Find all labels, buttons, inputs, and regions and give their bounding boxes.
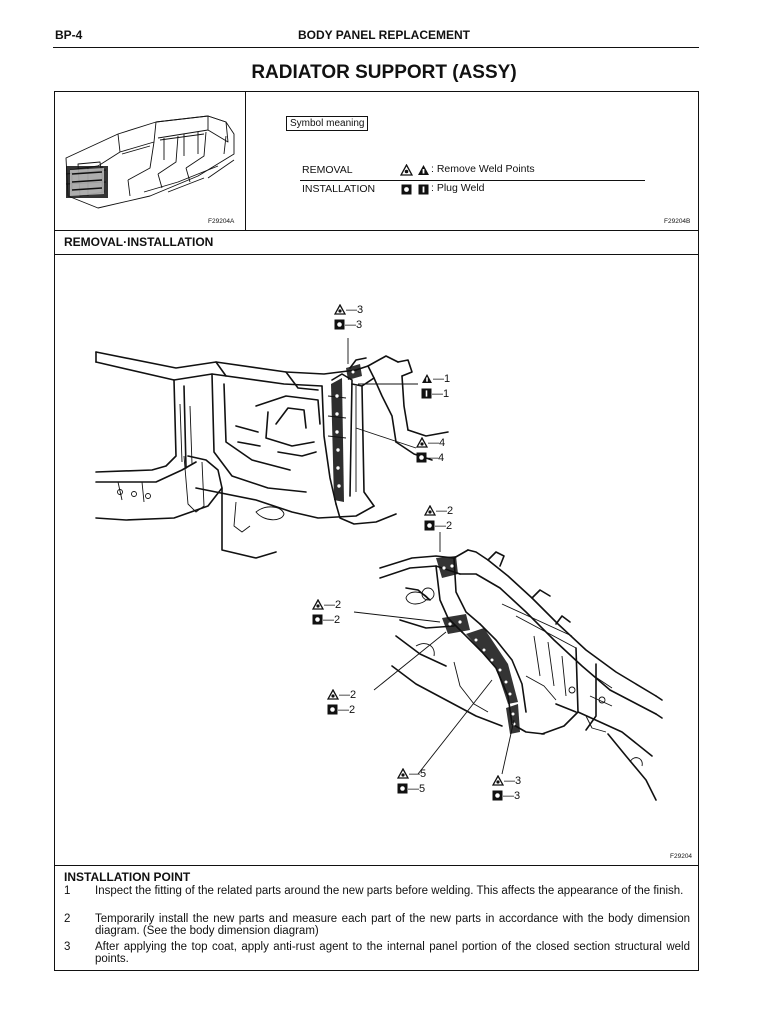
plug-weld-square-icon <box>397 783 408 794</box>
list-item: 3 After applying the top coat, apply ant… <box>64 941 690 967</box>
list-item-number: 1 <box>64 885 71 897</box>
install-point-rule <box>54 865 699 866</box>
plug-weld-square-icon <box>312 614 323 625</box>
header-rule <box>53 47 699 48</box>
weld-triangle-solid-icon <box>418 165 429 175</box>
list-item-number: 2 <box>64 913 71 925</box>
callout-removal-value: 2 <box>335 599 342 611</box>
weld-triangle-dot-icon <box>492 775 504 786</box>
plug-weld-square-icon <box>327 704 338 715</box>
list-item: 2 Temporarily install the new parts and … <box>64 913 690 939</box>
callout-install-value: 2 <box>349 704 356 716</box>
plug-weld-square-icon <box>401 184 412 195</box>
plug-weld-square-icon <box>416 452 427 463</box>
callout-install-value: 1 <box>443 388 450 400</box>
weld-triangle-dot-icon <box>397 768 409 779</box>
callout-removal-value: 3 <box>515 775 522 787</box>
callout-removal-value: 2 <box>447 505 454 517</box>
callout-install-value: 4 <box>438 452 445 464</box>
callout-removal-value: 5 <box>420 768 427 780</box>
figure-code-right: F29204B <box>664 218 691 225</box>
content-frame <box>54 91 699 971</box>
weld-triangle-solid-icon <box>422 374 432 383</box>
callout-left-2a: —2 —2 <box>312 598 341 628</box>
page-id: BP-4 <box>55 28 83 42</box>
callout-install-value: 2 <box>446 520 453 532</box>
callout-install-value: 2 <box>334 614 341 626</box>
list-item-text: After applying the top coat, apply anti-… <box>95 941 690 965</box>
section-header: BODY PANEL REPLACEMENT <box>297 28 471 42</box>
weld-triangle-dot-icon <box>424 505 436 516</box>
callout-bottom-3: —3 —3 <box>492 774 521 804</box>
installation-point-title: INSTALLATION POINT <box>64 870 191 884</box>
list-item: 1 Inspect the fitting of the related par… <box>64 885 690 911</box>
top-panel-rule <box>54 230 699 231</box>
symbol-meaning-label: Symbol meaning <box>286 116 369 131</box>
callout-left-2b: —2 —2 <box>327 688 356 718</box>
callout-removal-value: 3 <box>357 304 364 316</box>
weld-triangle-dot-icon <box>416 437 428 448</box>
list-item-text: Inspect the fitting of the related parts… <box>95 885 684 897</box>
radiator-support-drawing <box>95 338 663 801</box>
callout-bottom-5: —5 —5 <box>397 767 426 797</box>
callout-right-1: —1 —1 <box>421 372 450 402</box>
callout-removal-value: 2 <box>350 689 357 701</box>
callout-mid-2: —2 —2 <box>424 504 453 534</box>
callout-removal-value: 4 <box>439 437 446 449</box>
weld-triangle-dot-icon <box>312 599 324 610</box>
weld-triangle-dot-icon <box>327 689 339 700</box>
plug-weld-square-icon <box>334 319 345 330</box>
figure-code-left: F29204A <box>208 218 235 225</box>
callout-right-4: —4 —4 <box>416 436 445 466</box>
section-title-rule <box>54 254 699 255</box>
plug-weld-square-icon <box>424 520 435 531</box>
page-title: RADIATOR SUPPORT (ASSY) <box>251 62 517 83</box>
callout-install-value: 5 <box>419 783 426 795</box>
list-item-number: 3 <box>64 941 71 953</box>
top-panel-divider <box>245 91 246 230</box>
list-item-text: Temporarily install the new parts and me… <box>95 913 690 937</box>
installation-description: : Plug Weld <box>431 182 485 194</box>
removal-description: : Remove Weld Points <box>431 163 535 175</box>
plug-weld-square-icon <box>492 790 503 801</box>
removal-installation-title: REMOVAL·INSTALLATION <box>64 235 214 249</box>
vehicle-illustration <box>65 115 235 209</box>
callout-install-value: 3 <box>514 790 521 802</box>
callout-removal-value: 1 <box>444 373 451 385</box>
callout-top-3: —3 —3 <box>334 303 363 333</box>
weld-triangle-dot-icon <box>334 304 346 315</box>
installation-label: INSTALLATION <box>302 183 376 195</box>
plug-weld-square-solid-icon <box>418 184 429 195</box>
removal-label: REMOVAL <box>302 164 353 176</box>
plug-weld-square-solid-icon <box>421 388 432 399</box>
legend-rule <box>300 180 645 181</box>
weld-triangle-dot-icon <box>400 164 413 176</box>
callout-install-value: 3 <box>356 319 363 331</box>
figure-code-main: F29204 <box>670 853 693 860</box>
